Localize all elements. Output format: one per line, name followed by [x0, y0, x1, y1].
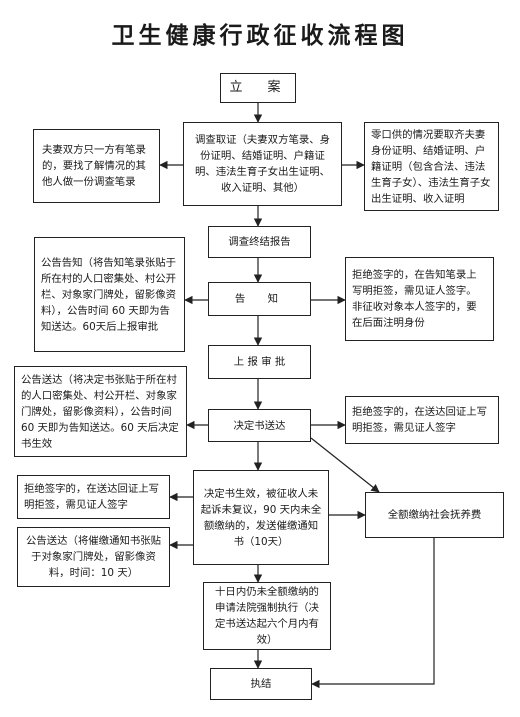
lian-label: 立 案 [229, 80, 287, 95]
left-note4-label: 拒绝签字的，在送达回证上写明拒签，需见证人签字 [24, 483, 160, 511]
zhijie-box: 执结 [210, 668, 312, 700]
jueding-box: 决定书送达 [208, 409, 311, 442]
arrow-jueding-quane [310, 437, 380, 493]
left-note3-label: 公告送达（将决定书张贴于所在村的人口密集处、村公开栏、对象家门牌处，留影像资料）… [21, 373, 179, 450]
left-note2-box: 公告告知（将告知笔录张贴于所在村的人口密集处、村公开栏、对象家门牌处，留影像资料… [34, 237, 185, 352]
shangbao-box: 上 报 审 批 [208, 345, 311, 379]
right-note1-label: 零口供的情况要取齐夫妻身份证明、结婚证明、户籍证明（包含合法、违法生育子女）、违… [371, 128, 491, 205]
qiangzhi-label: 十日内仍未全额缴纳的申请法院强制执行（决定书送达起六个月内有效） [215, 586, 319, 646]
zhijie-label: 执结 [250, 678, 272, 690]
page-title: 卫生健康行政征收流程图 [111, 23, 409, 49]
gaozhi-box: 告 知 [208, 282, 311, 316]
zhongjie-label: 调查终结报告 [228, 236, 291, 248]
left-note4-box: 拒绝签字的，在送达回证上写明拒签，需见证人签字 [17, 475, 170, 519]
right-note2-box: 拒绝签字的，在告知笔录上写明拒签，需见证人签字。非征收对象本人签字的，要在后面注… [345, 257, 494, 341]
right-note3-label: 拒绝签字的，在送达回证上写明拒签，需见证人签字 [352, 406, 488, 434]
lian-box: 立 案 [220, 73, 296, 103]
gaozhi-label: 告 知 [234, 293, 285, 305]
right-note3-box: 拒绝签字的，在送达回证上写明拒签，需见证人签字 [345, 396, 499, 444]
shengxiao-label: 决定书生效，被征收人未起诉未复议，90 天内未全额缴纳的，发送催缴通知书（10天… [200, 487, 322, 548]
left-note2-label: 公告告知（将告知笔录张贴于所在村的人口密集处、村公开栏、对象家门牌处，留影像资料… [41, 256, 177, 333]
quane-box: 全额缴纳社会抚养费 [365, 492, 504, 538]
zhongjie-box: 调查终结报告 [208, 226, 311, 258]
left-note1-label: 夫妻双方只一方有笔录的，要找了解情况的其他人做一份调查笔录 [42, 144, 146, 188]
jueding-label: 决定书送达 [233, 419, 286, 432]
left-note1-box: 夫妻双方只一方有笔录的，要找了解情况的其他人做一份调查笔录 [33, 129, 160, 203]
quane-label: 全额缴纳社会抚养费 [387, 509, 482, 521]
right-note1-box: 零口供的情况要取齐夫妻身份证明、结婚证明、户籍证明（包含合法、违法生育子女）、违… [364, 122, 499, 211]
arrow-quane-zhijie [311, 538, 435, 689]
diaocha-box: 调查取证（夫妻双方笔录、身份证明、结婚证明、户籍证明、违法生育子女出生证明、收入… [183, 122, 342, 206]
left-note3-box: 公告送达（将决定书张贴于所在村的人口密集处、村公开栏、对象家门牌处，留影像资料）… [14, 366, 187, 457]
diaocha-label: 调查取证（夫妻双方笔录、身份证明、结婚证明、户籍证明、违法生育子女出生证明、收入… [194, 134, 331, 194]
shangbao-label: 上 报 审 批 [233, 356, 286, 368]
left-note5-box: 公告送达（将催缴通知书张贴于对象家门牌处，留影像资料，时间：10 天） [17, 527, 170, 587]
shengxiao-box: 决定书生效，被征收人未起诉未复议，90 天内未全额缴纳的，发送催缴通知书（10天… [193, 470, 329, 565]
qiangzhi-box: 十日内仍未全额缴纳的申请法院强制执行（决定书送达起六个月内有效） [203, 582, 331, 650]
right-note2-label: 拒绝签字的，在告知笔录上写明拒签，需见证人签字。非征收对象本人签字的，要在后面注… [352, 269, 477, 329]
left-note5-label: 公告送达（将催缴通知书张贴于对象家门牌处，留影像资料，时间：10 天） [25, 535, 162, 579]
